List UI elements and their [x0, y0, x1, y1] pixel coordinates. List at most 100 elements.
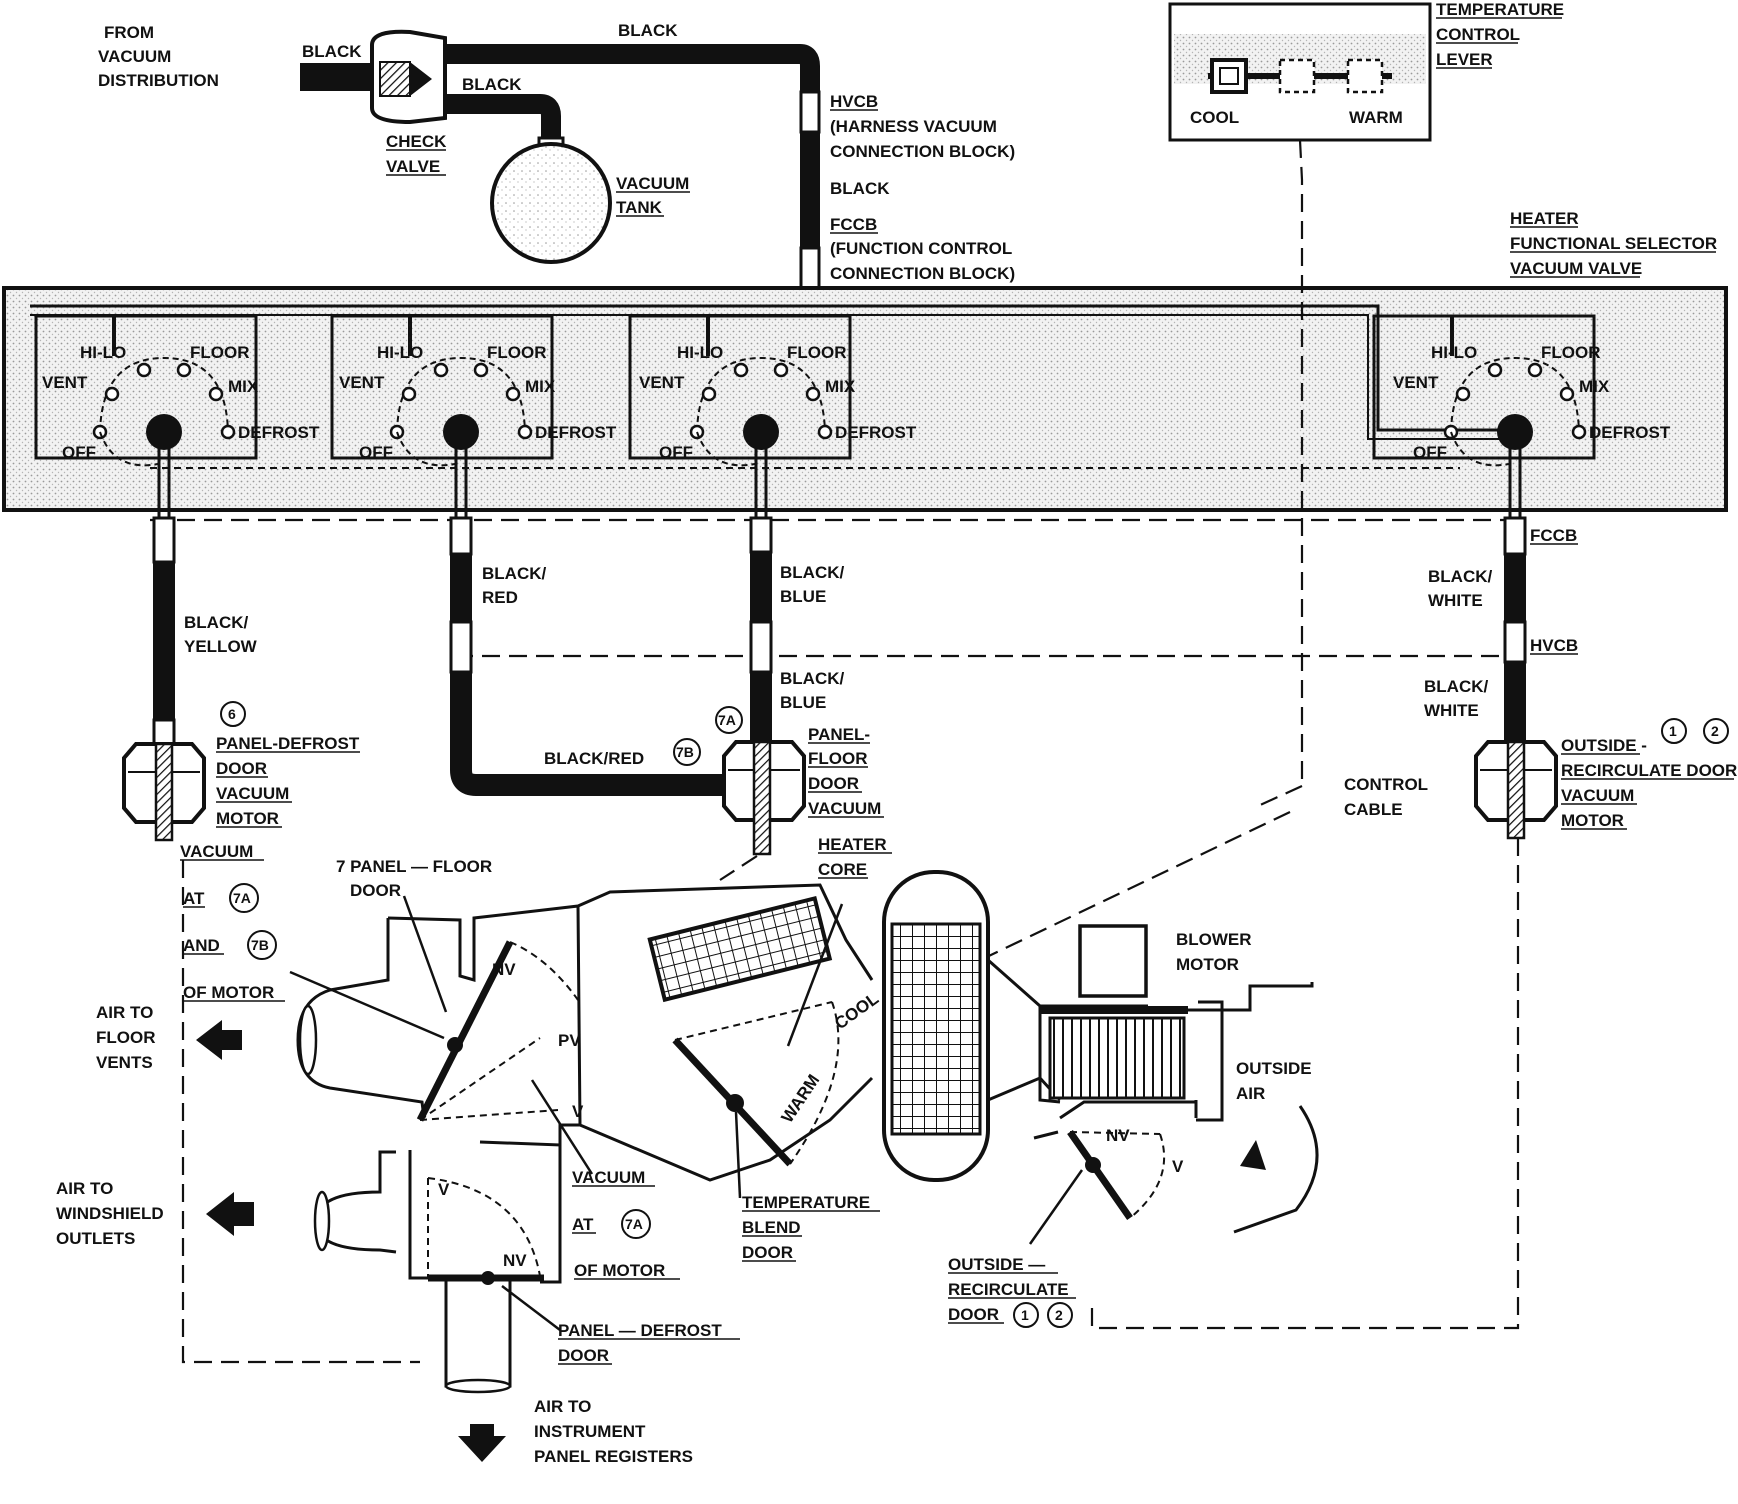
- black-white-top-label-1: BLACK/: [1428, 567, 1492, 586]
- selector-4-floor-detent[interactable]: [1527, 362, 1543, 378]
- selector-4-defrost-detent[interactable]: [1571, 424, 1587, 440]
- black-blue-top-label-1: BLACK/: [780, 563, 844, 582]
- selector-title-2: FUNCTIONAL SELECTOR: [1510, 234, 1717, 253]
- selector-3-hilo-label: HI-LO: [677, 343, 723, 362]
- selector-3-hilo-detent[interactable]: [733, 362, 749, 378]
- panel-defrost-label-2: DOOR: [216, 759, 267, 778]
- selector-2-floor-detent[interactable]: [473, 362, 489, 378]
- black-red-run-label: BLACK/RED: [544, 749, 644, 768]
- inlet-hose-label: BLACK: [302, 42, 362, 61]
- selector-1-defrost-detent[interactable]: [220, 424, 236, 440]
- outside-recirc-door-blade: [1067, 1129, 1133, 1221]
- selector-valve-panel: [2, 286, 1728, 512]
- selector-1-hilo-detent[interactable]: [136, 362, 152, 378]
- selector-2-vent-label: VENT: [339, 373, 385, 392]
- selector-1-hilo-label: HI-LO: [80, 343, 126, 362]
- panel-defrost-label-3: VACUUM: [216, 784, 289, 803]
- selector-4-hilo-detent[interactable]: [1487, 362, 1503, 378]
- selector-2-knob[interactable]: [443, 414, 479, 450]
- vacuum-note-1-n2: 7B: [251, 937, 269, 953]
- lever-middle-position[interactable]: [1278, 58, 1316, 94]
- selector-3-mix-detent[interactable]: [805, 386, 821, 402]
- vacuum-note-2-vacuum: VACUUM: [572, 1168, 645, 1187]
- windshield-output-label-3: OUTLETS: [56, 1229, 135, 1248]
- selector-4-knob[interactable]: [1497, 414, 1533, 450]
- lower-hoses: BLACK/ YELLOW BLACK/ RED BLACK/RED BLACK…: [152, 516, 1578, 796]
- selector-2-hilo-detent[interactable]: [433, 362, 449, 378]
- selector-3-vent-detent[interactable]: [701, 386, 717, 402]
- supply-hose-top: [445, 44, 820, 92]
- callout-7b: [673, 738, 701, 766]
- selector-3-floor-detent[interactable]: [773, 362, 789, 378]
- lever-warm-position[interactable]: [1346, 58, 1384, 94]
- blower-motor-label-2: MOTOR: [1176, 955, 1239, 974]
- control-cable-label-2: CABLE: [1344, 800, 1403, 819]
- callout-2: [1703, 718, 1729, 744]
- vacuum-note-2-n1: 7A: [625, 1216, 643, 1232]
- outside-air-label-1: OUTSIDE: [1236, 1059, 1312, 1078]
- outside-recirc-label-3: VACUUM: [1561, 786, 1634, 805]
- panel-floor-num-b: 7B: [676, 744, 694, 760]
- blend-cool-label: COOL: [831, 989, 882, 1033]
- temp-blend-label-1: TEMPERATURE: [742, 1193, 870, 1212]
- panel-defrost-num: 6: [228, 706, 236, 722]
- lever-cool-label: COOL: [1190, 108, 1239, 127]
- selector-1-floor-detent[interactable]: [176, 362, 192, 378]
- selector-3-knob[interactable]: [743, 414, 779, 450]
- selector-2-defrost-detent[interactable]: [517, 424, 533, 440]
- vacuum-note-1-vacuum: VACUUM: [180, 842, 253, 861]
- selector-2-mix-detent[interactable]: [505, 386, 521, 402]
- mid-hose-label: BLACK: [830, 179, 890, 198]
- selector-2-vent-detent[interactable]: [401, 386, 417, 402]
- black-blue-top-label-2: BLUE: [780, 587, 826, 606]
- blower-motor-body: [1078, 924, 1148, 998]
- registers-arrow-icon: [458, 1424, 506, 1462]
- vacuum-note-1-at: AT: [183, 889, 205, 908]
- panel-floor-door-label-1: 7 PANEL — FLOOR: [336, 857, 492, 876]
- fccb-right-label: FCCB: [1530, 526, 1577, 545]
- air-distribution-housing: NV PV V V NV COOL WARM: [296, 870, 1319, 1394]
- selector-4-vent-detent[interactable]: [1455, 386, 1471, 402]
- vacuum-note-1-n1: 7A: [233, 890, 251, 906]
- selector-4-defrost-label: DEFROST: [1589, 423, 1671, 442]
- selector-4-mix-label: MIX: [1579, 377, 1610, 396]
- blend-warm-label: WARM: [778, 1071, 824, 1126]
- panel-floor-label-4: VACUUM: [808, 799, 881, 818]
- check-valve: [370, 29, 447, 125]
- door-v-label: V: [572, 1102, 584, 1121]
- selector-1-mix-detent[interactable]: [208, 386, 224, 402]
- temperature-control-lever: COOL WARM TEMPERATURE CONTROL LEVER: [1168, 0, 1564, 142]
- linkage-lines: [150, 139, 1520, 1364]
- vacuum-note-1-of-motor: OF MOTOR: [183, 983, 274, 1002]
- from-label-2: VACUUM: [98, 47, 171, 66]
- selector-3-defrost-detent[interactable]: [817, 424, 833, 440]
- defrost-door-nv-label: NV: [503, 1251, 527, 1270]
- defrost-door-v-label: V: [438, 1180, 450, 1199]
- selector-title-1: HEATER: [1510, 209, 1579, 228]
- hvcb-label-1: HVCB: [830, 92, 878, 111]
- selector-2-defrost-label: DEFROST: [535, 423, 617, 442]
- panel-floor-label-1: PANEL-: [808, 725, 870, 744]
- selector-1-vent-detent[interactable]: [104, 386, 120, 402]
- panel-floor-label-2: FLOOR: [808, 749, 868, 768]
- recirc-door-label-1: OUTSIDE —: [948, 1255, 1045, 1274]
- recirc-door-n1: 1: [1021, 1307, 1029, 1323]
- outside-recirc-num-1: 1: [1669, 723, 1677, 739]
- outside-air-label-2: AIR: [1236, 1084, 1265, 1103]
- selector-4-mix-detent[interactable]: [1559, 386, 1575, 402]
- fccb-connector-top: [799, 246, 821, 290]
- selector-1-knob[interactable]: [146, 414, 182, 450]
- temp-blend-label-2: BLEND: [742, 1218, 801, 1237]
- panel-defrost-label-1: PANEL-DEFROST: [216, 734, 360, 753]
- fccb-label-3: CONNECTION BLOCK): [830, 264, 1015, 283]
- outside-recirc-label-1: OUTSIDE -: [1561, 736, 1647, 755]
- black-blue-bottom-label-2: BLUE: [780, 693, 826, 712]
- tank-hose: [445, 94, 561, 138]
- vacuum-tank: [490, 142, 612, 264]
- black-blue-bottom-label-1: BLACK/: [780, 669, 844, 688]
